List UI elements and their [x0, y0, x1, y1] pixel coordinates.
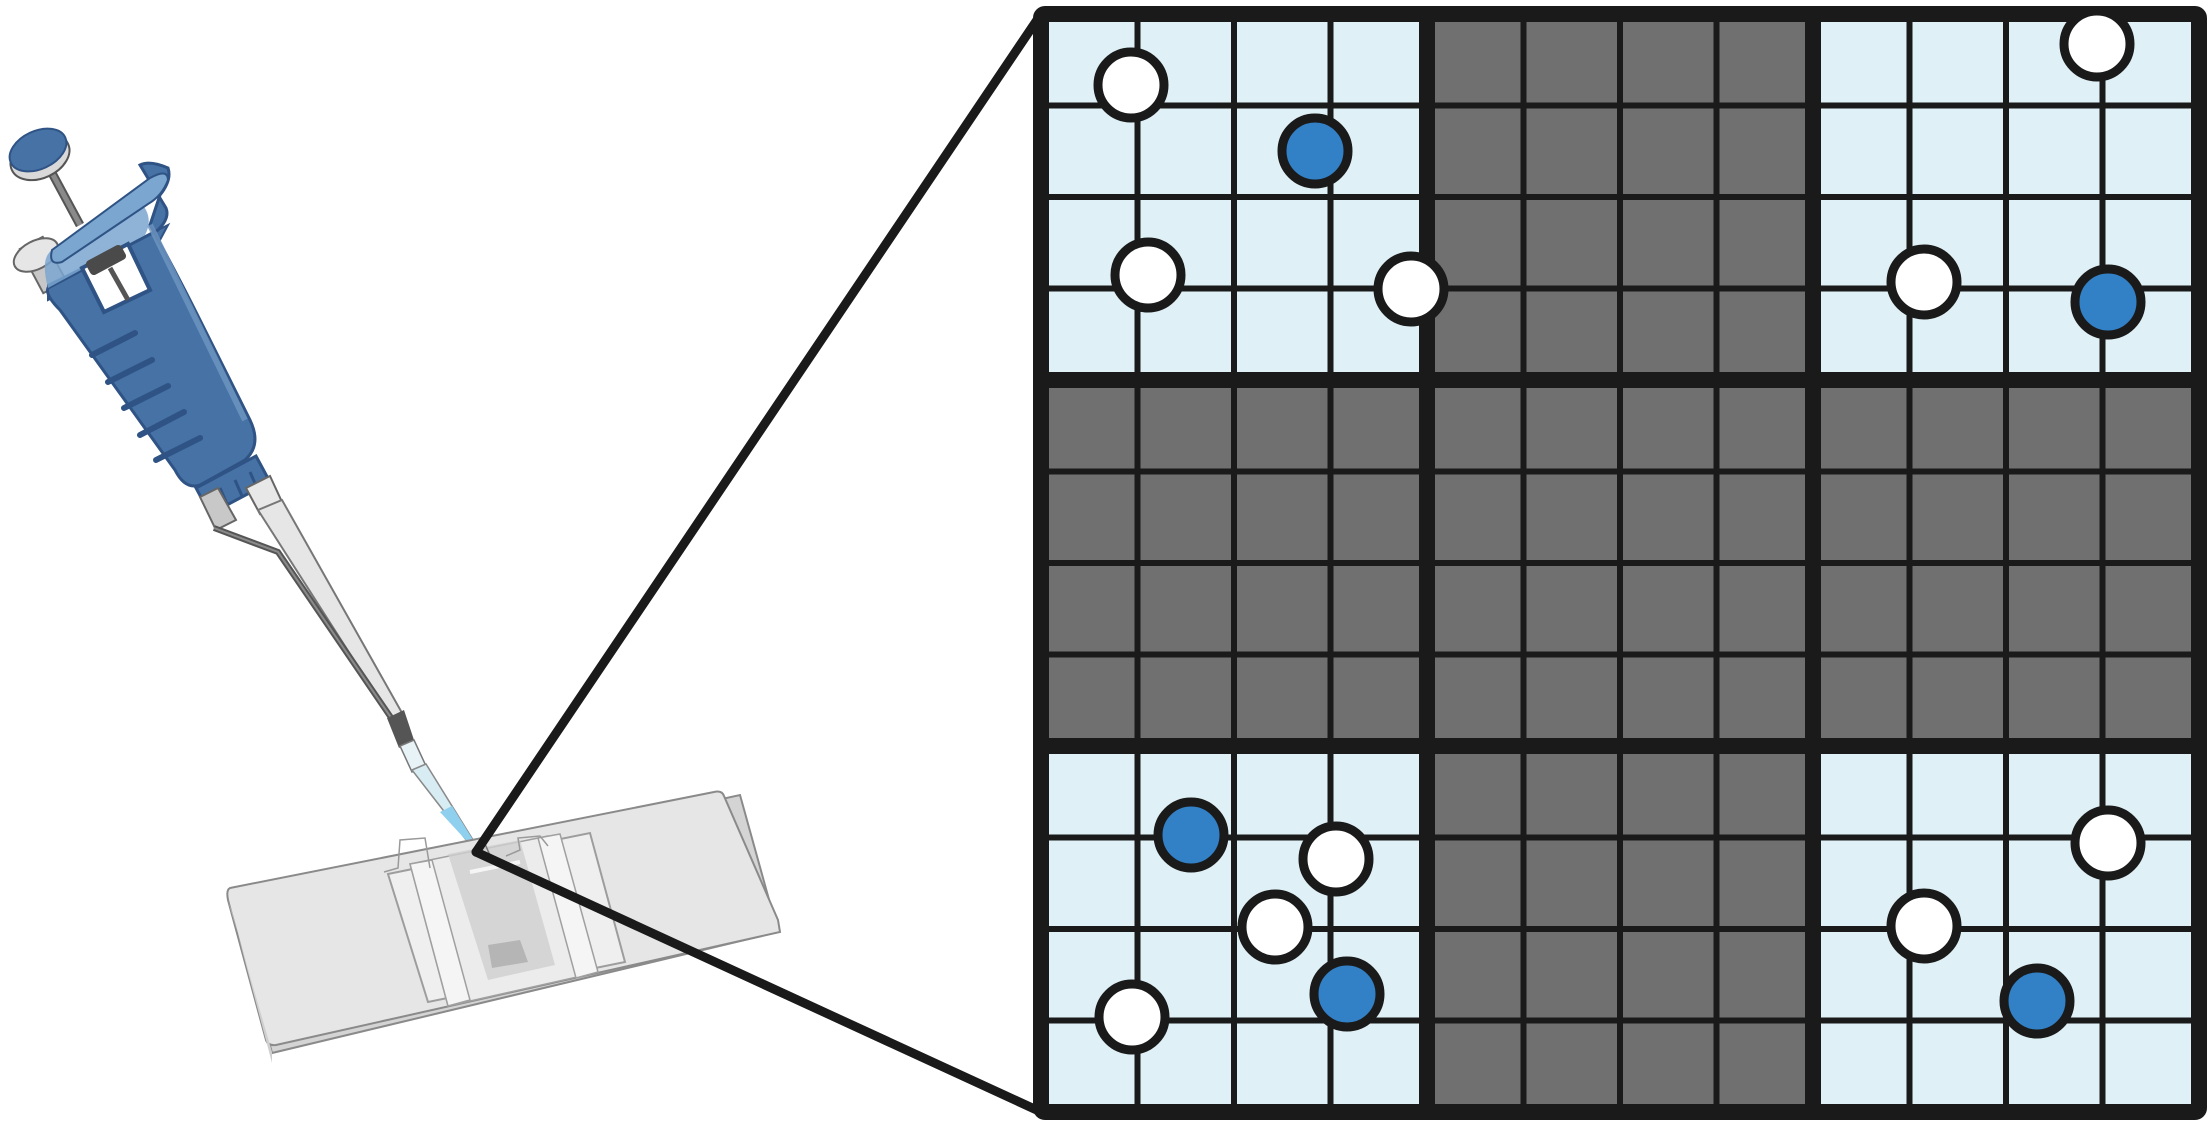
live-cell-icon	[1886, 888, 1962, 964]
live-cell-icon	[2070, 805, 2146, 881]
live-cell-icon	[1298, 821, 1374, 897]
live-cell-icon	[1237, 889, 1313, 965]
pipette-shaft-icon	[198, 474, 480, 851]
dead-cell-icon	[1153, 797, 1229, 873]
dead-cell-icon	[1309, 956, 1385, 1032]
live-cell-icon	[1094, 979, 1170, 1055]
live-cell-icon	[1886, 244, 1962, 320]
zoom-lines	[471, 9, 1046, 1117]
pipette-body-icon	[44, 161, 273, 517]
dead-cell-icon	[1277, 113, 1353, 189]
live-cell-icon	[1110, 237, 1186, 313]
pipette-plunger-icon	[8, 127, 84, 228]
dead-cell-icon	[2070, 264, 2146, 340]
grid-border	[1033, 6, 2207, 1120]
dead-cell-icon	[1999, 963, 2075, 1039]
live-cell-icon	[1373, 251, 1449, 327]
grid-lines	[1033, 6, 2207, 1120]
cells	[1093, 6, 2146, 1055]
live-cell-icon	[1093, 47, 1169, 123]
live-cell-icon	[2059, 6, 2135, 82]
